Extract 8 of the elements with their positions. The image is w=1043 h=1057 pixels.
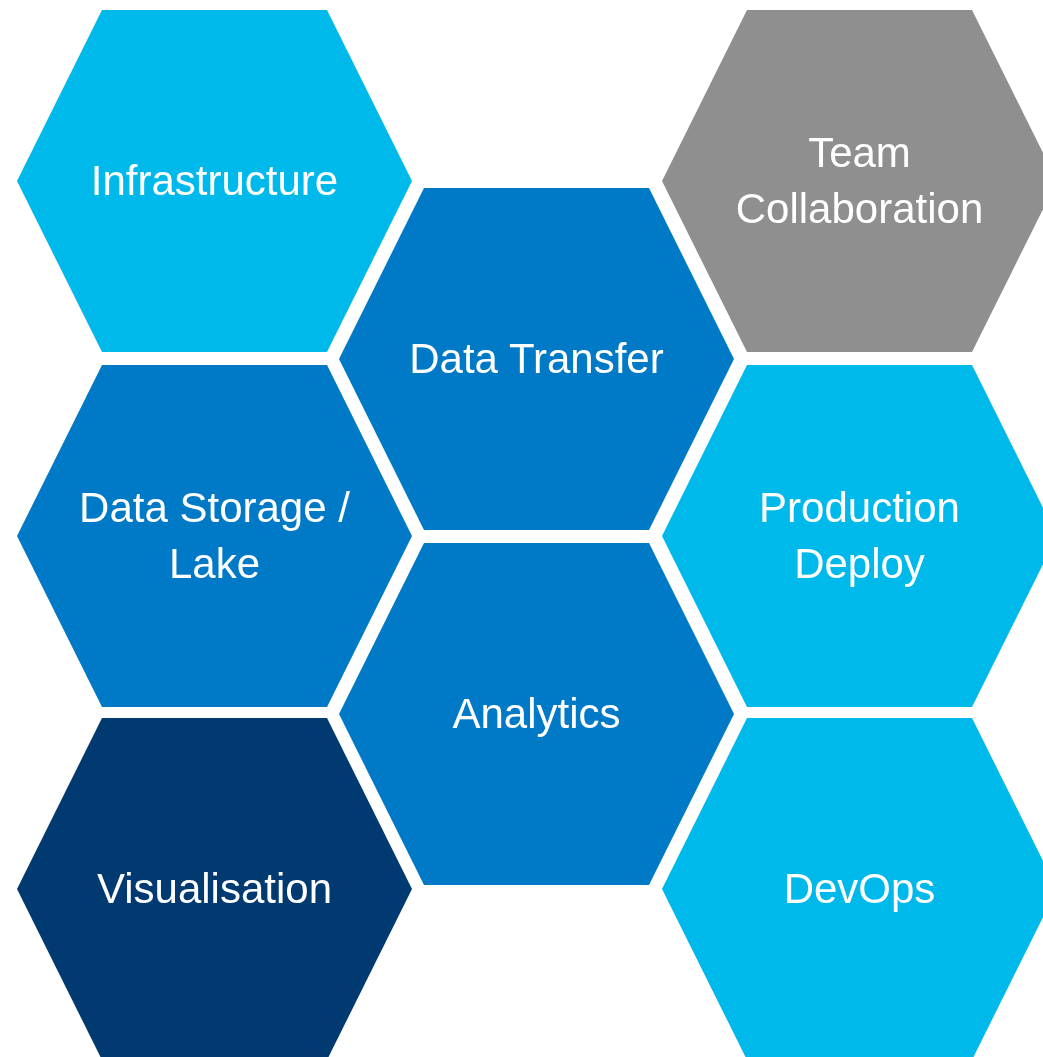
hexagon-label: Data Transfer [408,334,665,384]
hexagon-label: Analytics [451,689,622,739]
hexagon-label: Infrastructure [89,156,340,206]
hexagon-label: DevOps [782,864,937,914]
hexagon-label: Production Deploy [758,483,961,589]
hexagon-label: Data Storage / Lake [78,483,351,589]
hexagon-label: Visualisation [95,864,333,914]
hexagon-label: Team Collaboration [734,128,985,234]
